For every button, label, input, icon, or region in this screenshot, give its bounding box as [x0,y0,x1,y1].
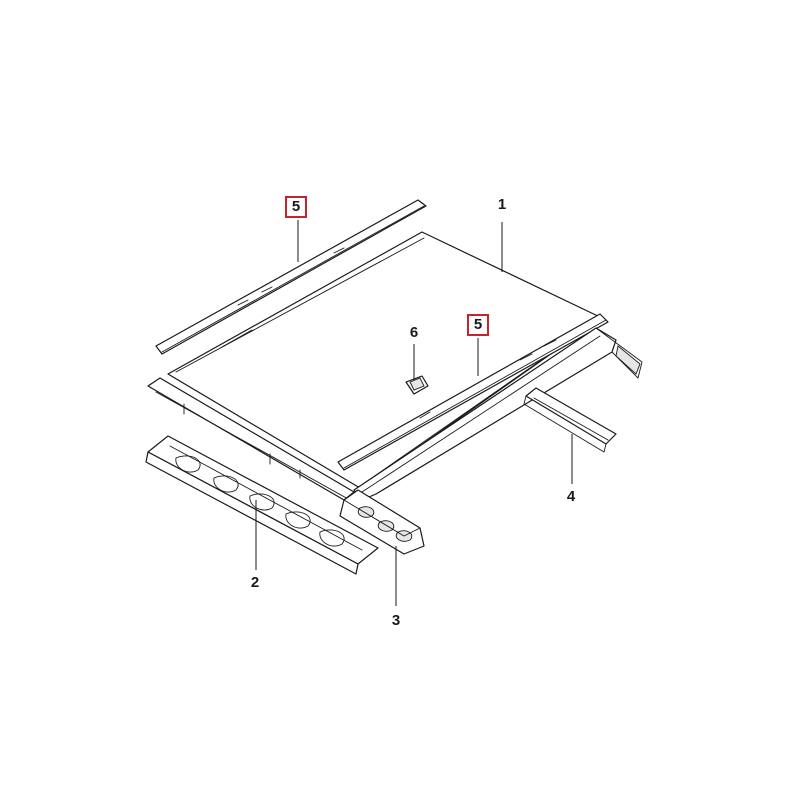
callout-part-3: 3 [391,612,401,629]
front-cross-member [145,435,379,575]
rear-cross-rail [523,387,617,453]
roof-clip [405,375,429,395]
left-roof-molding [155,199,427,355]
leader-lines [255,220,573,606]
right-roof-molding [337,313,609,471]
callout-part-1: 1 [497,196,507,213]
front-header-rail [147,377,355,501]
callout-part-6: 6 [409,324,419,341]
callout-part-4: 4 [566,488,576,505]
roof-reinforcement-bracket [339,489,425,555]
callout-part-5-left: 5 [285,196,307,218]
callout-part-2: 2 [250,574,260,591]
callout-part-5-right: 5 [467,314,489,336]
